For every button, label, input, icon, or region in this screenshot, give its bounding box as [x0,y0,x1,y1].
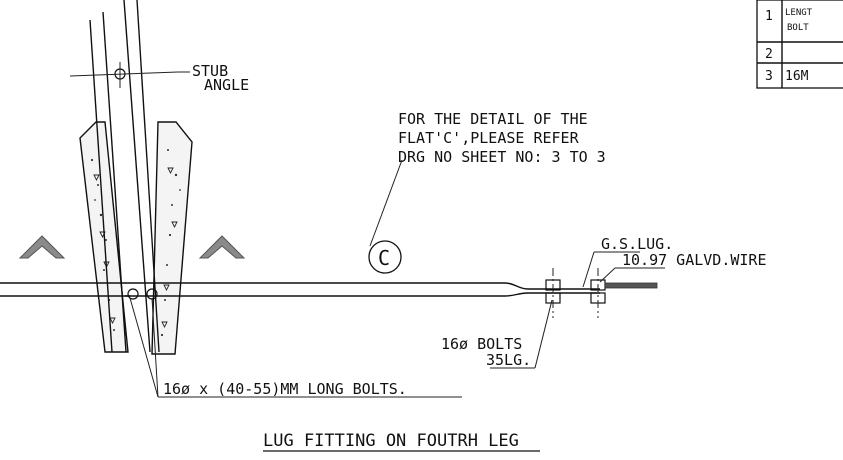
lug-assembly [545,268,658,318]
note-line-3: DRG NO SHEET NO: 3 TO 3 [398,148,606,166]
bolts-label-1: 16ø BOLTS [441,335,522,353]
ground-marks [18,235,246,259]
concrete-right [151,121,193,355]
ground-mark-left [18,235,66,259]
flat-bolt-1 [127,288,139,300]
callout-c-letter: C [378,246,390,270]
bolts-label-2: 35LG. [486,351,531,369]
table-row-3-text1: 16M [785,69,809,84]
wire-label: 10.97 GALVD.WIRE [622,251,767,269]
leader-lines [129,71,665,398]
long-bolts-label: 16ø x (40-55)MM LONG BOLTS. [163,380,407,398]
gs-lug-label: G.S.LUG. [601,235,673,253]
flat-c [0,282,548,300]
table-row-1-text2: BOLT [787,23,809,33]
parts-table: 1 LENGT BOLT 2 3 16M [756,0,843,89]
galvanized-wire [604,282,658,289]
note-line-2: FLAT'C',PLEASE REFER [398,129,580,147]
table-row-3-no: 3 [765,69,773,84]
table-row-1-no: 1 [765,9,773,24]
table-row-1-text1: LENGT [785,8,813,18]
stub-angle-label-2: ANGLE [204,76,249,94]
stub-angle-label-1: STUB [192,62,228,80]
drawing-title: LUG FITTING ON FOUTRH LEG [263,431,519,451]
table-row-2-no: 2 [765,47,773,62]
ground-mark-right [198,235,246,259]
note-line-1: FOR THE DETAIL OF THE [398,110,588,128]
callout-c-circle [368,240,402,274]
